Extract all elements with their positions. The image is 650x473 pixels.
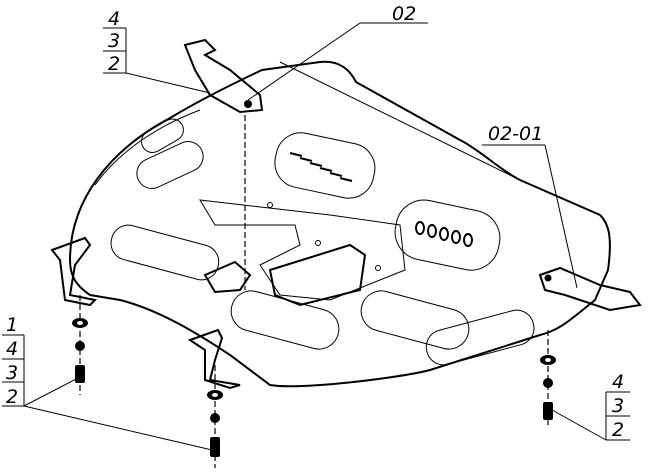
callout-item: 2 <box>108 53 120 75</box>
callout-left-bottom: 1 4 3 2 <box>2 314 213 451</box>
bracket-bottom-left <box>187 328 241 390</box>
callout-item: 3 <box>108 30 120 52</box>
callout-right-bottom: 4 3 2 <box>551 371 630 441</box>
callout-item: 2 <box>612 419 624 441</box>
vent-holes-right <box>415 221 473 247</box>
fastener-stack-left <box>72 295 88 395</box>
callout-top-left: 4 3 2 <box>103 8 211 94</box>
callout-item: 4 <box>108 8 120 30</box>
callout-02-01: 02-01 <box>482 123 578 289</box>
callout-item: 2 <box>6 386 18 408</box>
fastener-stack-center <box>207 365 223 468</box>
bracket-right <box>538 266 642 312</box>
bracket-top <box>183 38 264 114</box>
part-number-label: 02-01 <box>488 123 543 145</box>
callout-item: 4 <box>612 371 624 393</box>
bracket-left <box>50 236 98 307</box>
callout-item: 3 <box>612 395 624 417</box>
callout-item: 1 <box>6 314 18 336</box>
callout-item: 4 <box>6 338 18 360</box>
callout-item: 3 <box>6 362 18 384</box>
fastener-stack-right <box>540 330 556 425</box>
part-number-label: 02 <box>392 3 416 25</box>
callout-02: 02 <box>247 3 428 101</box>
skid-plate <box>68 60 611 388</box>
vent-slots-top <box>289 152 353 182</box>
